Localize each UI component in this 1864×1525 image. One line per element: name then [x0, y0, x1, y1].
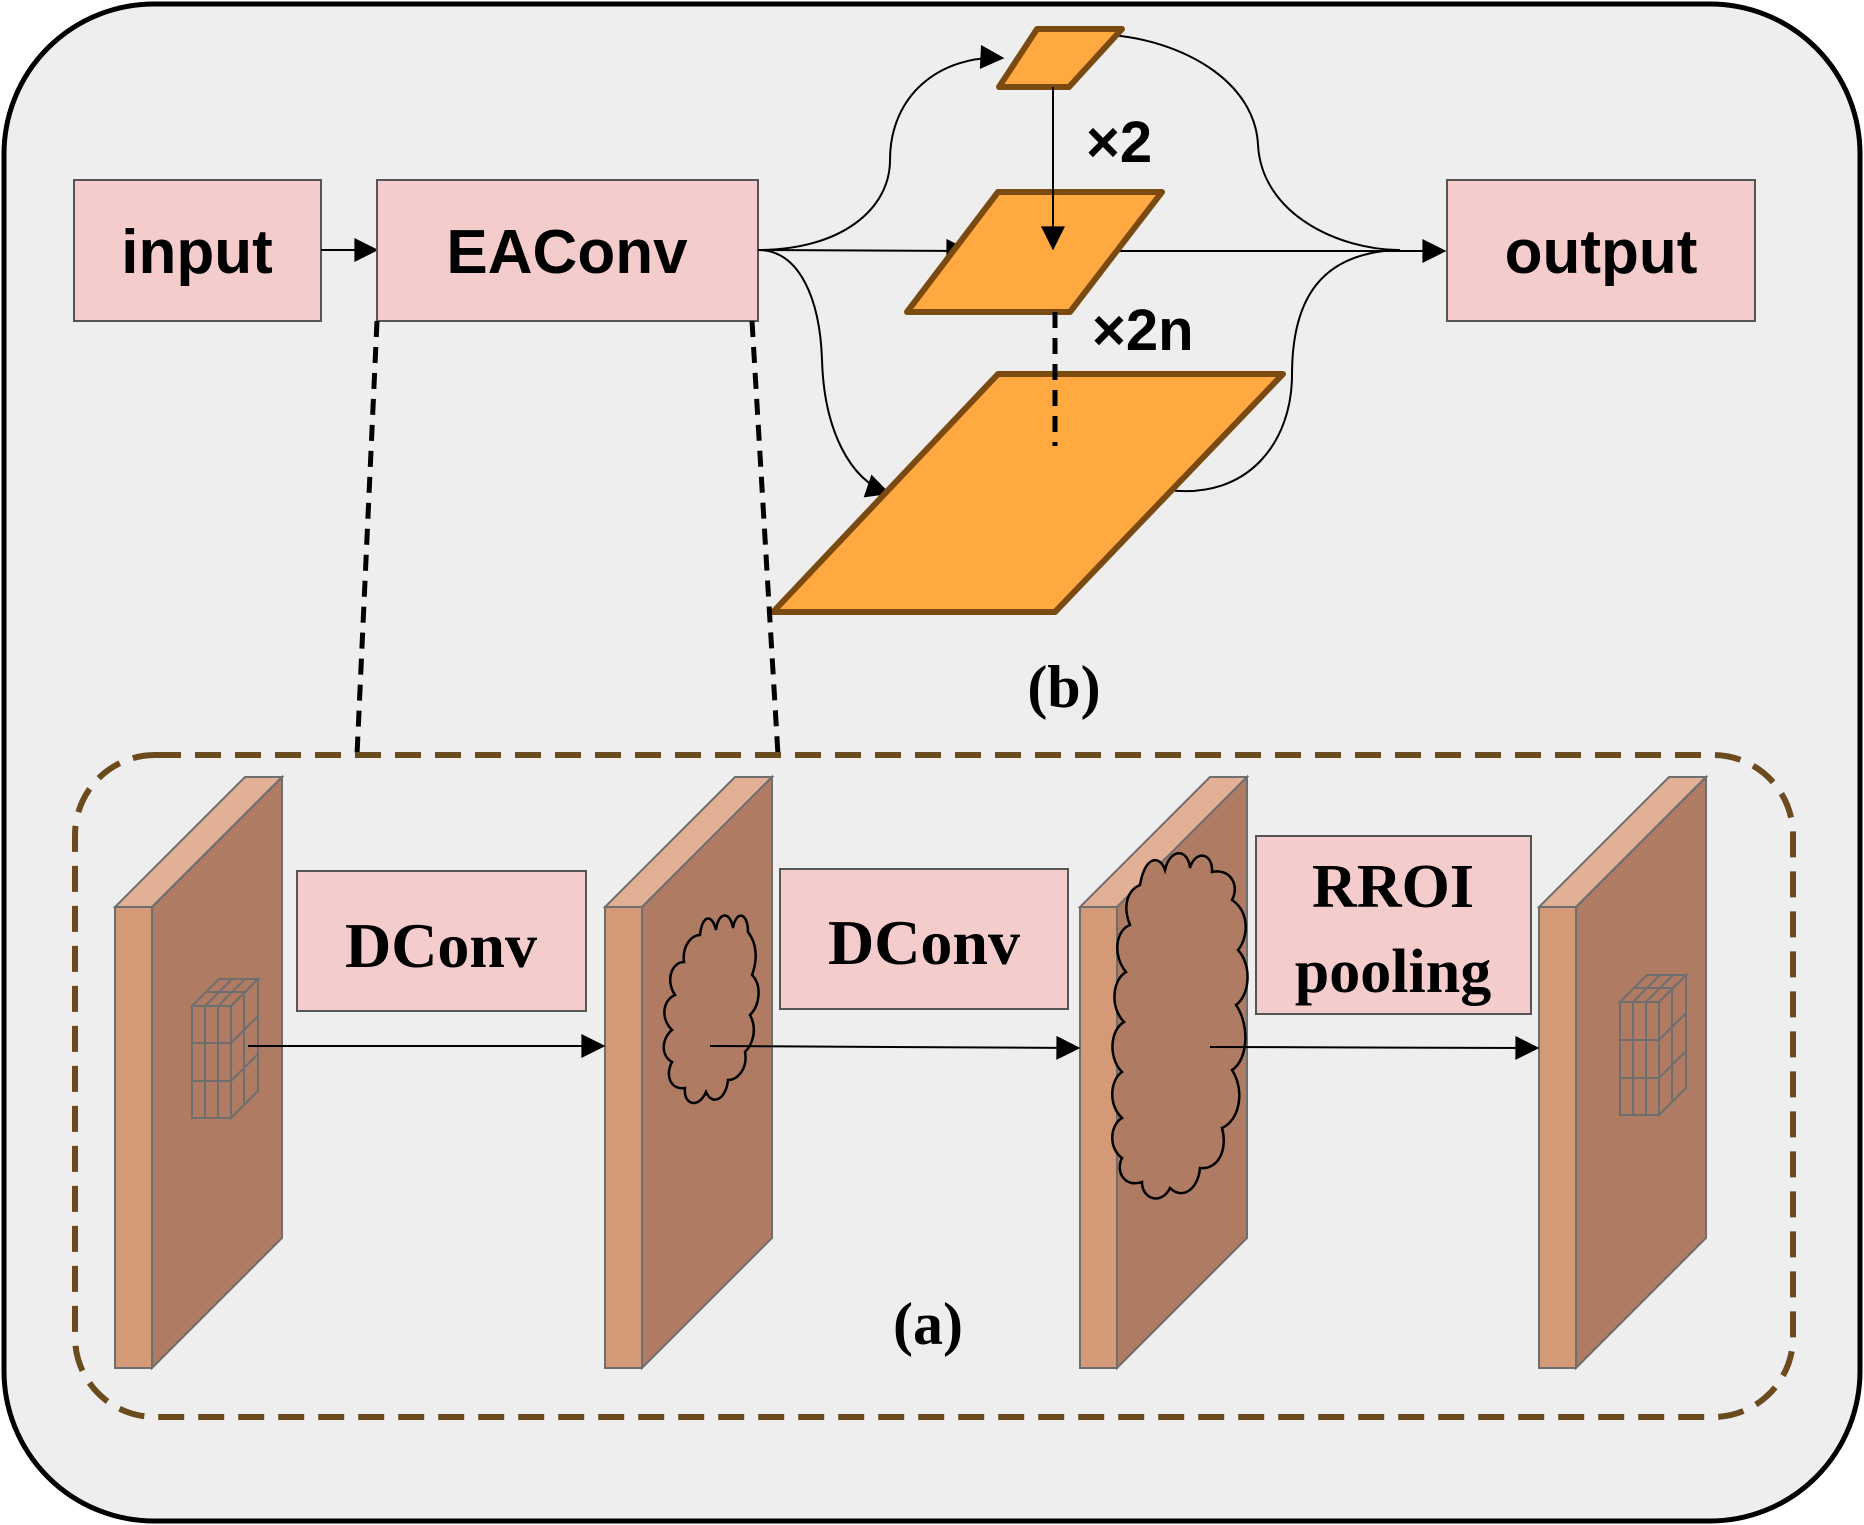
dconv-block-1: DConv [296, 870, 587, 1012]
feature-slab-4 [1536, 774, 1709, 1371]
eaconv-block: EAConv [376, 179, 759, 322]
feature-slab-1 [112, 774, 285, 1371]
dconv-1-label: DConv [345, 910, 537, 981]
kernel-grid-icon [189, 976, 261, 1121]
feature-map-small [996, 26, 1125, 90]
curve-large-map-to-output [1167, 249, 1401, 493]
arrow-eaconv-to-large-map [757, 249, 891, 498]
zoom-line-right [749, 320, 781, 756]
scale-x2-label: ×2 [1086, 110, 1152, 175]
output-label: output [1505, 218, 1698, 287]
receptive-field-blob-small [662, 914, 760, 1105]
bottom-flow: DConv DConv RROI pooling (a) [72, 752, 1796, 1420]
feature-slab-3 [1077, 774, 1250, 1371]
rroi-label-line1: RROI [1312, 853, 1474, 921]
arrow-slab2-to-slab3 [709, 1035, 1081, 1060]
rroi-pooling-block: RROI pooling [1255, 835, 1532, 1015]
caption-b: (b) [1027, 654, 1100, 720]
dashed-border-panel [72, 752, 1796, 1420]
pooled-grid-icon [1617, 972, 1689, 1118]
output-block: output [1446, 179, 1756, 322]
arrow-eaconv-to-small-map [757, 44, 1005, 251]
feature-map-medium [904, 189, 1165, 315]
scale-x2n-label: ×2n [1092, 298, 1194, 363]
top-flow: input EAConv output ×2 ×2n (b) [73, 26, 1756, 720]
dconv-block-2: DConv [779, 868, 1069, 1010]
curve-small-map-to-output [1109, 34, 1401, 251]
feature-map-large [770, 371, 1286, 615]
feature-slab-2 [602, 774, 775, 1371]
arrow-eaconv-to-mid-map [757, 238, 971, 263]
rroi-label-line2: pooling [1295, 938, 1491, 1006]
zoom-line-left [354, 320, 380, 756]
receptive-field-blob-large [1111, 852, 1249, 1200]
dconv-2-label: DConv [828, 907, 1020, 978]
input-block: input [73, 179, 322, 322]
arrow-slab3-to-slab4 [1209, 1035, 1540, 1060]
input-label: input [121, 218, 273, 287]
eaconv-label: EAConv [446, 218, 688, 287]
caption-a: (a) [893, 1291, 963, 1357]
